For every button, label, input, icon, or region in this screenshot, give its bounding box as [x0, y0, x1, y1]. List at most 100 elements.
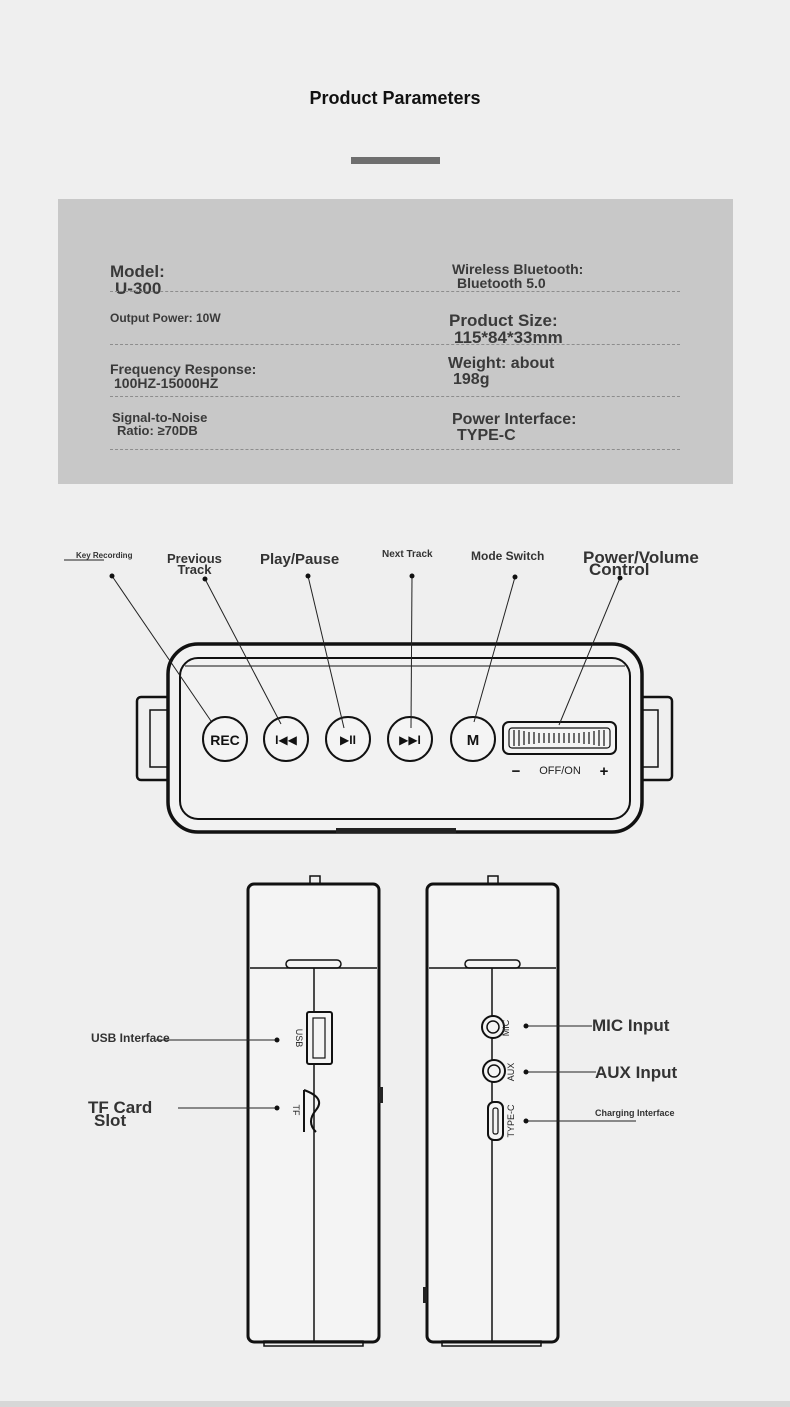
mic-port-text: MIC	[501, 1019, 511, 1036]
divider	[110, 344, 680, 345]
divider	[110, 291, 680, 292]
previous-track-label: Previous Track	[167, 552, 222, 576]
title-underline	[351, 157, 440, 164]
right-side-callouts	[523, 1023, 636, 1124]
callout-dot	[523, 1069, 529, 1075]
callout-dot	[512, 574, 518, 580]
frequency-param: Frequency Response: 100HZ-15000HZ	[110, 362, 256, 390]
frequency-value: 100HZ-15000HZ	[114, 375, 219, 391]
bluetooth-value: Bluetooth 5.0	[457, 275, 546, 291]
tf-card-slot[interactable]	[303, 1089, 320, 1133]
charging-interface-label: Charging Interface	[595, 1108, 675, 1118]
power-volume-label: Power/Volume Control	[583, 549, 699, 578]
control-buttons	[202, 716, 496, 762]
mode-text: M	[467, 732, 480, 749]
divider	[110, 396, 680, 397]
key-recording-label: Key Recording	[76, 551, 133, 560]
left-side-callouts	[156, 1037, 280, 1111]
usb-port[interactable]	[306, 1011, 333, 1065]
tf-card-label: TF Card Slot	[88, 1099, 152, 1129]
off-on-text: OFF/ON	[539, 765, 581, 777]
parameters-panel: Model: U-300 Wireless Bluetooth: Bluetoo…	[58, 199, 733, 484]
plus-icon: +	[600, 763, 609, 780]
left-handle-slot	[149, 709, 169, 768]
previous-icon: I◀◀	[275, 733, 298, 747]
snr-value: Ratio: ≥70DB	[117, 423, 198, 438]
frequency-label: Frequency Response:	[110, 361, 257, 377]
aux-jack[interactable]	[482, 1059, 506, 1083]
mode-callout	[473, 576, 516, 723]
model-value: U-300	[115, 279, 162, 298]
minus-icon: −	[512, 763, 521, 780]
previous-callout	[204, 578, 282, 725]
divider	[110, 449, 680, 450]
previous-track-button[interactable]	[263, 716, 309, 762]
callout-dot	[274, 1105, 280, 1111]
type-c-port[interactable]	[487, 1101, 504, 1141]
bluetooth-label: Wireless Bluetooth:	[452, 261, 584, 277]
volume-callout	[558, 577, 621, 726]
front-callout-lines	[64, 559, 623, 729]
output-power-param: Output Power: 10W	[110, 312, 221, 324]
previous-track-line2: Track	[177, 562, 212, 577]
size-value: 115*84*33mm	[454, 328, 563, 347]
volume-wheel-inner	[508, 727, 611, 749]
bottom-bar	[0, 1401, 790, 1407]
rec-text: REC	[210, 732, 240, 748]
callout-dot	[523, 1023, 529, 1029]
play-callout	[307, 575, 345, 729]
power-volume-line2: Control	[589, 560, 650, 579]
aux-jack-hole	[487, 1064, 501, 1078]
callout-dot	[617, 575, 623, 581]
mic-input-label: MIC Input	[592, 1016, 670, 1035]
previous-track-line1: Previous	[167, 551, 222, 566]
mode-button[interactable]	[450, 716, 496, 762]
bottom-foot	[336, 828, 456, 833]
callout-dot	[305, 573, 311, 579]
callout-dot	[409, 573, 415, 579]
callout-dot	[274, 1037, 280, 1043]
power-volume-line1: Power/Volume	[583, 548, 699, 567]
tf-port-text: TF	[291, 1105, 301, 1116]
next-track-button[interactable]	[387, 716, 433, 762]
mic-jack[interactable]	[481, 1015, 505, 1039]
rec-button[interactable]	[202, 716, 248, 762]
usb-port-text: USB	[294, 1029, 304, 1048]
mode-switch-label: Mode Switch	[471, 549, 545, 563]
aux-port-text: AUX	[506, 1063, 516, 1082]
weight-param: Weight: about 198g	[448, 356, 554, 388]
snr-label: Signal-to-Noise	[112, 410, 208, 425]
play-pause-button[interactable]	[325, 716, 371, 762]
snr-param: Signal-to-Noise Ratio: ≥70DB	[112, 411, 207, 437]
next-callout	[410, 575, 413, 729]
next-icon: ▶▶I	[399, 733, 421, 747]
weight-value: 198g	[453, 371, 490, 388]
weight-label: Weight: about	[448, 355, 555, 372]
power-interface-label: Power Interface:	[452, 411, 577, 428]
model-label: Model:	[110, 262, 165, 281]
tf-card-line2: Slot	[94, 1111, 127, 1130]
power-interface-param: Power Interface: TYPE-C	[452, 412, 576, 444]
callout-dot	[109, 573, 115, 579]
rec-callout	[111, 575, 212, 722]
side-clip	[423, 1287, 427, 1303]
button-glyphs: REC I◀◀ ▶II ▶▶I M	[210, 732, 479, 749]
play-pause-label: Play/Pause	[260, 551, 340, 568]
foot	[263, 1340, 364, 1347]
type-c-port-inner	[492, 1107, 499, 1135]
type-c-port-text: TYPE-C	[506, 1104, 516, 1138]
speaker-left-side-view	[246, 875, 383, 1347]
output-power-text: Output Power: 10W	[110, 311, 221, 325]
model-param: Model: U-300	[110, 263, 165, 297]
size-label: Product Size:	[449, 311, 558, 330]
mic-jack-hole	[486, 1020, 500, 1034]
volume-wheel-ridges	[513, 730, 605, 746]
volume-wheel[interactable]	[502, 721, 617, 755]
tf-card-line1: TF Card	[88, 1098, 153, 1117]
play-pause-icon: ▶II	[340, 733, 356, 747]
speaker-face	[179, 657, 631, 820]
next-track-label: Next Track	[382, 549, 433, 560]
foot	[441, 1340, 542, 1347]
callout-dot	[523, 1118, 529, 1124]
